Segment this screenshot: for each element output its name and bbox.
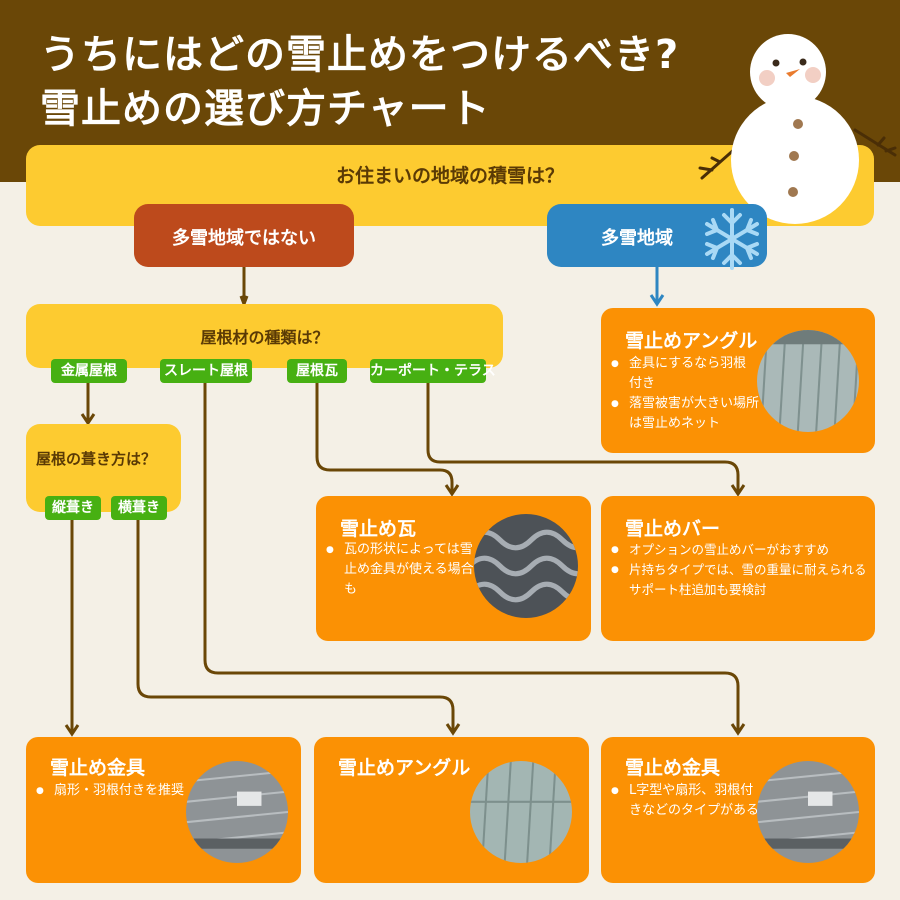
tag-metal-roof: 金属屋根: [51, 359, 127, 383]
card-bar-title: 雪止めバー: [625, 518, 721, 540]
title-line-1: うちにはどの雪止めをつけるべき?: [40, 32, 680, 78]
card-slate-bracket: 雪止め金具 L字型や扇形、羽根付きなどのタイプがある: [601, 737, 875, 883]
bullet: 落雪被害が大きい場所は雪止めネット: [609, 394, 759, 434]
card-tile-title: 雪止め瓦: [340, 518, 417, 540]
branch-heavy-box: 多雪地域: [547, 204, 767, 270]
bullet: 扇形・羽根付きを推奨: [34, 781, 184, 801]
branch-not-heavy-text: 多雪地域ではない: [172, 228, 316, 249]
card-slate-angle-title: 雪止めアングル: [338, 757, 471, 779]
tag-carport-terrace: カーポート・テラス: [370, 359, 496, 383]
bracket-roof-photo-2: [757, 761, 859, 863]
region-question-text: お住まいの地域の積雪は？: [335, 165, 564, 187]
connector-horizontal: [136, 519, 455, 732]
card-heavy-snow-angle: 雪止めアングル 金具にするなら羽根付き 落雪被害が大きい場所は雪止めネット: [601, 308, 875, 453]
card-heavy-angle-bullets: 金具にするなら羽根付き 落雪被害が大きい場所は雪止めネット: [609, 354, 759, 434]
bullet: L字型や扇形、羽根付きなどのタイプがある: [609, 781, 759, 821]
bullet: オプションの雪止めバーがおすすめ: [609, 540, 871, 560]
card-slate-bracket-title: 雪止め金具: [625, 757, 721, 779]
card-vertical-bracket-title: 雪止め金具: [50, 757, 146, 779]
card-slate-bracket-bullets: L字型や扇形、羽根付きなどのタイプがある: [609, 781, 759, 821]
card-vertical-bracket: 雪止め金具 扇形・羽根付きを推奨: [26, 737, 301, 883]
tag-roof-tile: 屋根瓦: [287, 359, 347, 383]
connector-carport: [426, 382, 740, 492]
card-snow-tile: 雪止め瓦 瓦の形状によっては雪止め金具が使える場合も: [316, 496, 591, 641]
bullet: 瓦の形状によっては雪止め金具が使える場合も: [324, 540, 474, 600]
title-line-2: 雪止めの選び方チャート: [40, 86, 491, 132]
tag-vertical-roofing: 縦葺き: [45, 496, 101, 520]
angle-roof-photo: [757, 330, 859, 432]
bullet: 片持ちタイプでは、雪の重量に耐えられるサポート柱追加も要検討: [609, 560, 871, 600]
card-bar-bullets: オプションの雪止めバーがおすすめ 片持ちタイプでは、雪の重量に耐えられるサポート…: [609, 540, 871, 600]
branch-not-heavy-box: 多雪地域ではない: [134, 204, 354, 267]
connector-tile: [315, 382, 454, 492]
tile-roof-photo: [474, 514, 578, 618]
angle-roof-photo-2: [470, 761, 572, 863]
snowman-icon: [698, 34, 897, 224]
roof-material-question-box: 屋根材の種類は？: [26, 304, 503, 368]
tag-slate-roof: スレート屋根: [160, 359, 252, 383]
snowflake-icon: [705, 208, 759, 270]
card-tile-bullets: 瓦の形状によっては雪止め金具が使える場合も: [324, 540, 474, 600]
bracket-roof-photo-1: [186, 761, 288, 863]
bullet: 金具にするなら羽根付き: [609, 354, 759, 394]
card-slate-angle: 雪止めアングル: [314, 737, 589, 883]
roof-material-question-text: 屋根材の種類は？: [200, 328, 329, 347]
card-snow-bar: 雪止めバー オプションの雪止めバーがおすすめ 片持ちタイプでは、雪の重量に耐えら…: [601, 496, 875, 641]
card-heavy-angle-title: 雪止めアングル: [625, 330, 758, 352]
branch-heavy-text: 多雪地域: [601, 228, 673, 249]
card-vertical-bracket-bullets: 扇形・羽根付きを推奨: [34, 781, 184, 801]
roofing-method-question-text: 屋根の葺き方は？: [36, 450, 157, 468]
connector-slate: [203, 382, 740, 732]
tag-horizontal-roofing: 横葺き: [111, 496, 167, 520]
